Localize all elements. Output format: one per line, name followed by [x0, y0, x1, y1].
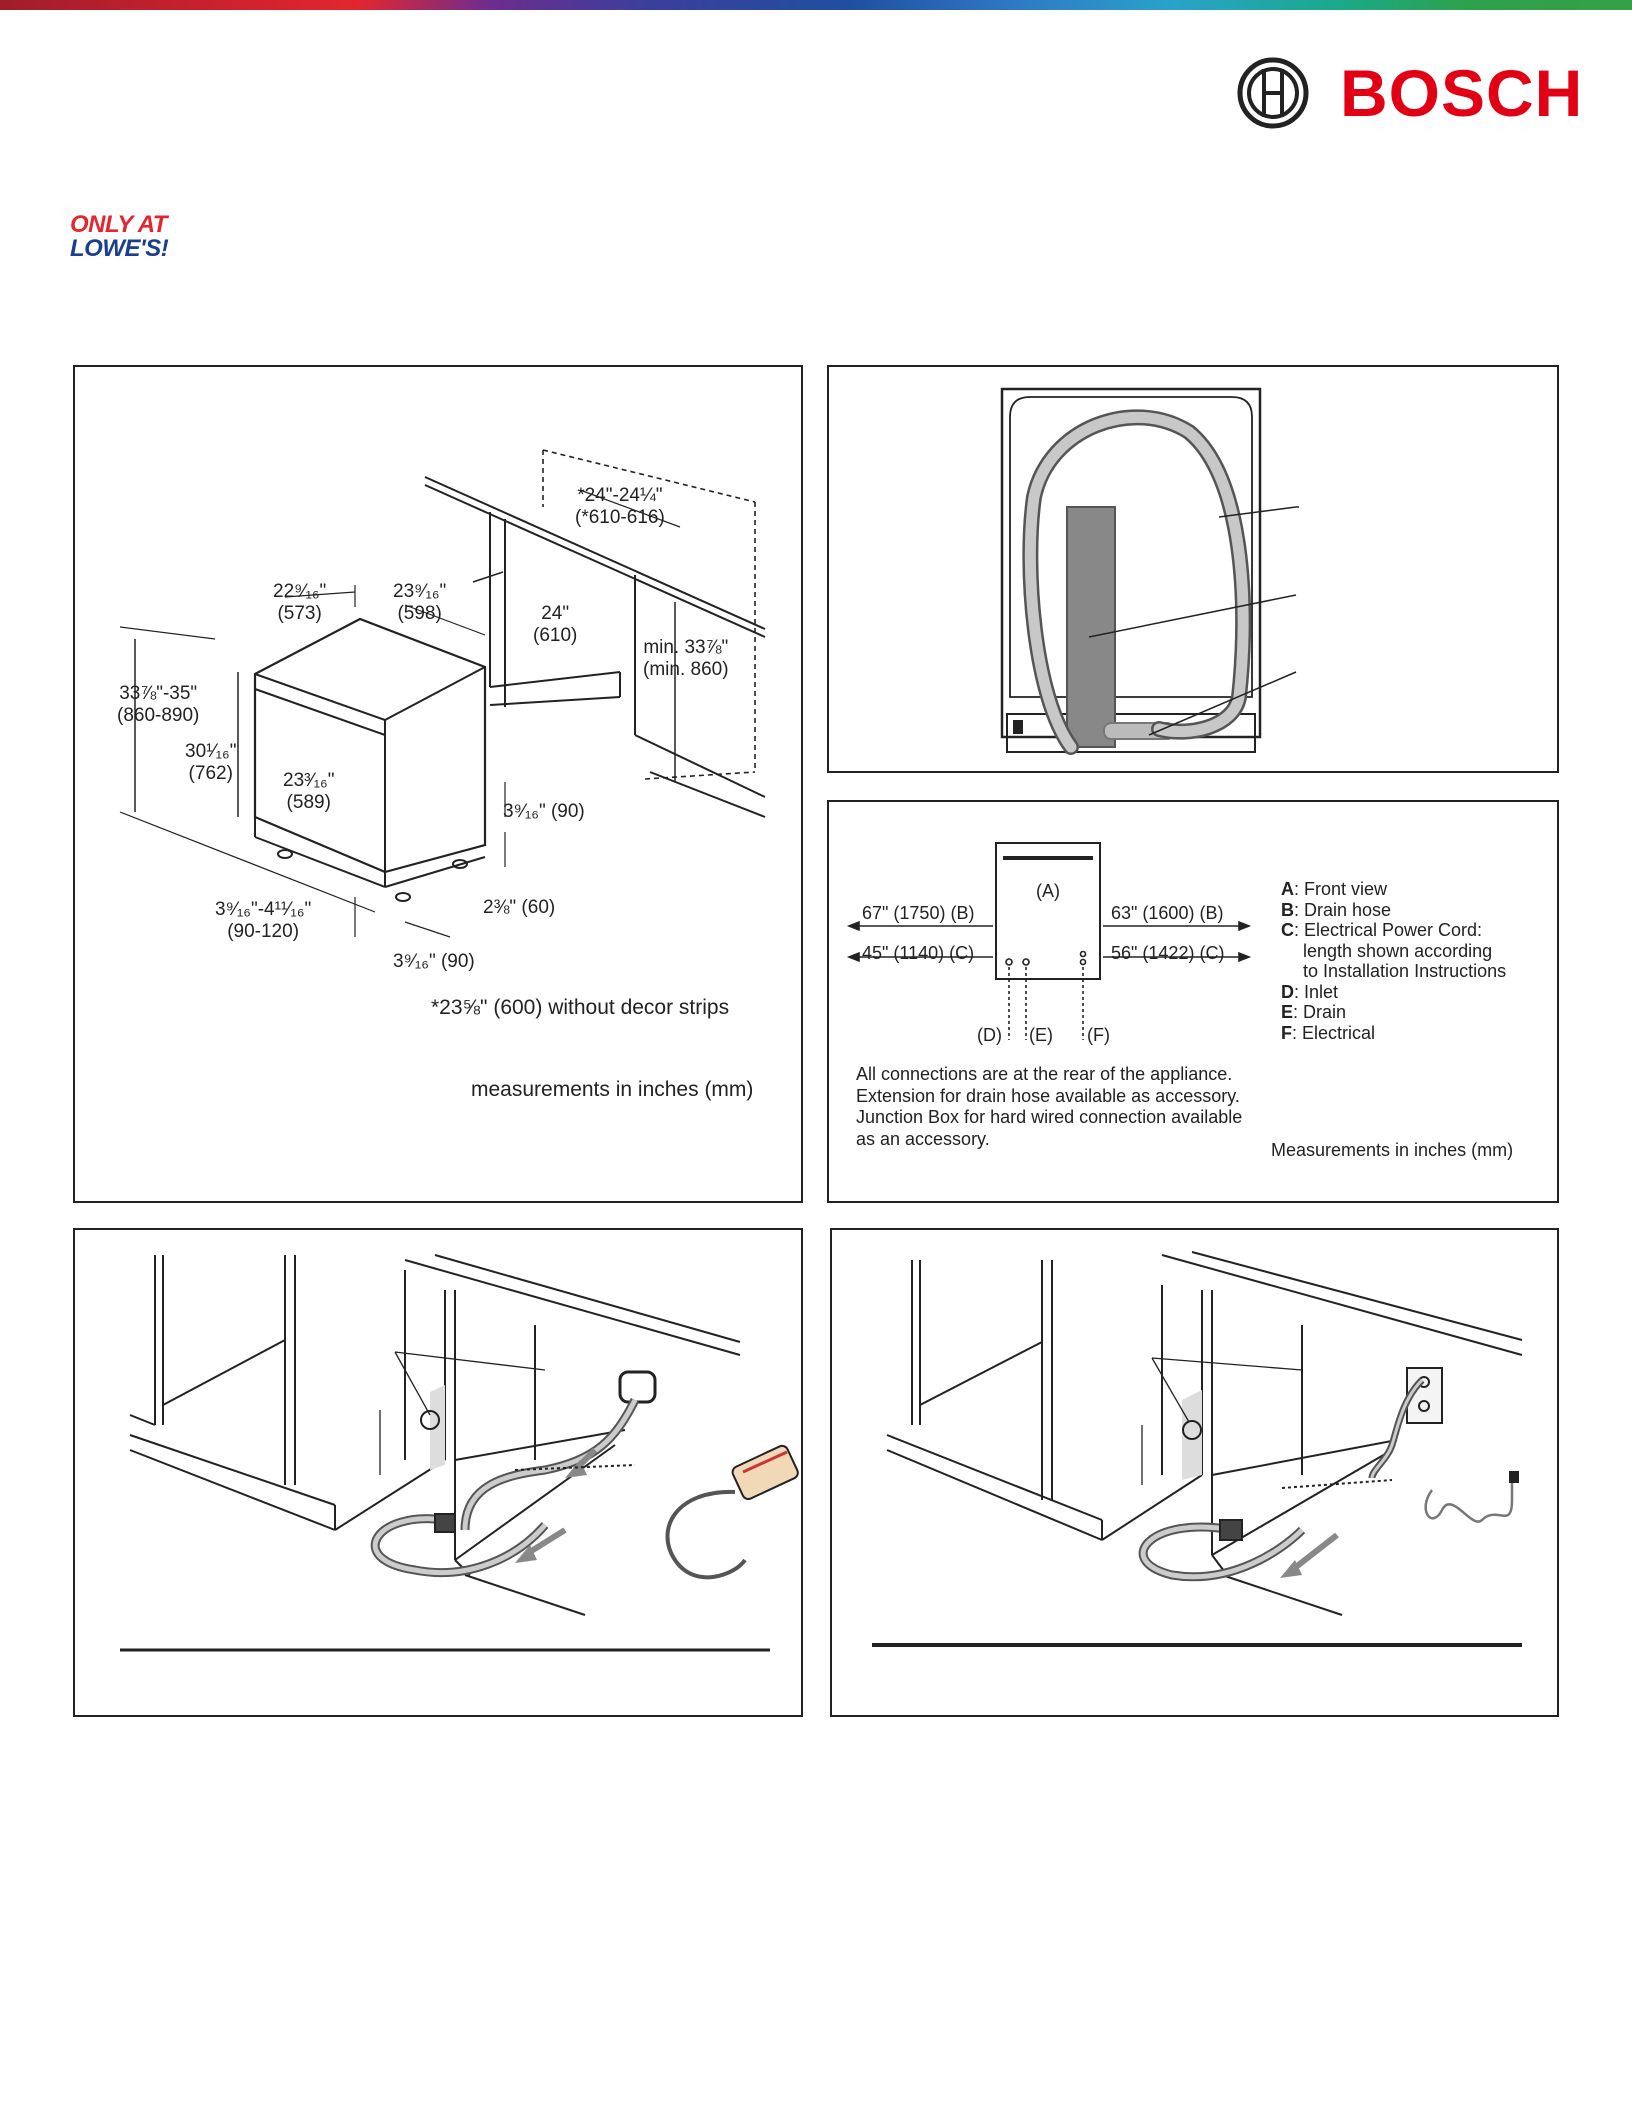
dim-depth-in: 22⁹⁄₁₆" [273, 581, 327, 602]
dim-min-height: min. 33⅞" (min. 860) [643, 637, 729, 681]
badge-line-1: ONLY AT [70, 211, 167, 238]
bosch-armature-logo-icon [1237, 57, 1309, 129]
dim-height-range: 33⅞"-35" (860-890) [117, 683, 199, 727]
legend-key: A [1281, 879, 1294, 899]
left-drain-hose-length: 67" (1750) (B) [862, 903, 975, 923]
dim-door: 23³⁄₁₆" (589) [283, 770, 334, 814]
legend-item: D: Inlet [1281, 982, 1506, 1003]
dim-cab-depth-mm: (610) [533, 625, 578, 646]
legend-key: D [1281, 981, 1294, 1002]
brand-wordmark: BOSCH [1340, 56, 1584, 130]
dim-width-in: 23⁹⁄₁₆" [393, 581, 447, 602]
decor-strip-footnote: *23⅝" (600) without decor strips [431, 996, 730, 1019]
measurements-note: Measurements in inches (mm) [1271, 1140, 1514, 1160]
legend-text: length shown according [1303, 940, 1493, 961]
dim-door-mm: (589) [286, 792, 331, 813]
left-power-cord-length: 45" (1140) (C) [862, 943, 975, 963]
dim-leg-range-mm: (90-120) [227, 921, 300, 942]
legend-text: : Drain hose [1294, 899, 1392, 920]
legend-item: E: Drain [1281, 1002, 1506, 1023]
legend-key: C [1281, 920, 1294, 940]
hardwired-installation-drawing [120, 1254, 799, 1652]
hardwired-installation-panel [73, 1228, 803, 1717]
dim-door-in: 23³⁄₁₆" [283, 770, 335, 791]
dim-width-range: *24"-24¼" (*610-616) [575, 485, 665, 529]
dim-height-range-mm: (860-890) [117, 705, 200, 726]
legend-text: : Front view [1294, 879, 1388, 899]
dim-width: 23⁹⁄₁₆" (598) [393, 581, 446, 625]
plugin-installation-drawing [872, 1251, 1523, 1647]
dim-leg-range-in: 3⁹⁄₁₆"-4¹¹⁄₁₆" [215, 899, 312, 920]
lowes-badge: ONLY AT LOWE'S! [70, 211, 169, 262]
connections-note-line: as an accessory. [856, 1128, 990, 1149]
connections-note: All connections are at the rear of the a… [856, 1064, 1242, 1150]
dimensions-panel: *24"-24¼" (*610-616) 22⁹⁄₁₆" (573) 23⁹⁄₁… [73, 365, 803, 1203]
right-drain-hose-length: 63" (1600) (B) [1111, 903, 1224, 923]
brand-color-bar [0, 0, 1632, 10]
dim-toe-depth: 3⁹⁄₁₆" (90) [503, 801, 585, 822]
legend-text: to Installation Instructions [1303, 961, 1507, 981]
rear-view-drawing [1000, 387, 1299, 755]
dim-body-height: 30¹⁄₁₆" (762) [185, 741, 236, 785]
dim-body-height-mm: (762) [188, 763, 233, 784]
dim-width-range-mm: (*610-616) [575, 507, 665, 528]
connections-note-line: Extension for drain hose available as ac… [856, 1085, 1240, 1106]
label-electrical-f: (F) [1087, 1025, 1110, 1045]
legend-text: : Drain [1293, 1002, 1347, 1022]
legend-item: to Installation Instructions [1281, 961, 1506, 982]
legend-item: F: Electrical [1281, 1023, 1506, 1044]
dim-depth: 22⁹⁄₁₆" (573) [273, 581, 326, 625]
measurements-note: measurements in inches (mm) [471, 1078, 754, 1101]
rear-view-panel [827, 365, 1559, 773]
dim-toe-height: 2⅜" (60) [483, 897, 556, 918]
legend-text: : Inlet [1294, 981, 1339, 1002]
legend-item: C: Electrical Power Cord: [1281, 920, 1506, 941]
legend-text: : Electrical Power Cord: [1294, 920, 1483, 940]
connection-lengths-drawing [846, 842, 1252, 1040]
legend-item: B: Drain hose [1281, 900, 1506, 921]
connections-note-line: Junction Box for hard wired connection a… [856, 1107, 1243, 1127]
legend-key: B [1281, 899, 1294, 920]
plugin-installation-panel [830, 1228, 1559, 1717]
dim-width-mm: (598) [397, 603, 442, 624]
legend-text: : Electrical [1292, 1022, 1376, 1043]
legend-key: E [1281, 1002, 1294, 1022]
dim-width-range-in: *24"-24¼" [577, 485, 663, 506]
dim-depth-mm: (573) [277, 603, 322, 624]
dim-cab-depth: 24" (610) [533, 603, 577, 647]
dim-leg-range: 3⁹⁄₁₆"-4¹¹⁄₁₆" (90-120) [215, 899, 311, 943]
dim-height-range-in: 33⅞"-35" [119, 683, 198, 704]
label-inlet-d: (D) [977, 1025, 1002, 1045]
label-front-view-a: (A) [1036, 881, 1060, 901]
legend: A: Front view B: Drain hose C: Electrica… [1281, 879, 1506, 1043]
dim-body-height-in: 30¹⁄₁₆" [185, 741, 237, 762]
legend-item: A: Front view [1281, 879, 1506, 900]
dim-cab-depth-in: 24" [541, 603, 570, 624]
legend-key: F [1281, 1022, 1292, 1043]
dim-min-height-mm: (min. 860) [643, 659, 729, 680]
connection-lengths-panel: (A) 67" (1750) (B) 45" (1140) (C) 63" (1… [827, 800, 1559, 1203]
badge-line-2: LOWE'S! [70, 235, 169, 262]
dim-toe-bottom: 3⁹⁄₁₆" (90) [393, 951, 475, 972]
right-power-cord-length: 56" (1422) (C) [1111, 943, 1225, 963]
legend-item: length shown according [1281, 941, 1506, 962]
dimensions-drawing [119, 449, 766, 938]
connections-note-line: All connections are at the rear of the a… [856, 1064, 1233, 1084]
label-drain-e: (E) [1029, 1025, 1053, 1045]
dim-min-height-in: min. 33⅞" [643, 637, 729, 658]
